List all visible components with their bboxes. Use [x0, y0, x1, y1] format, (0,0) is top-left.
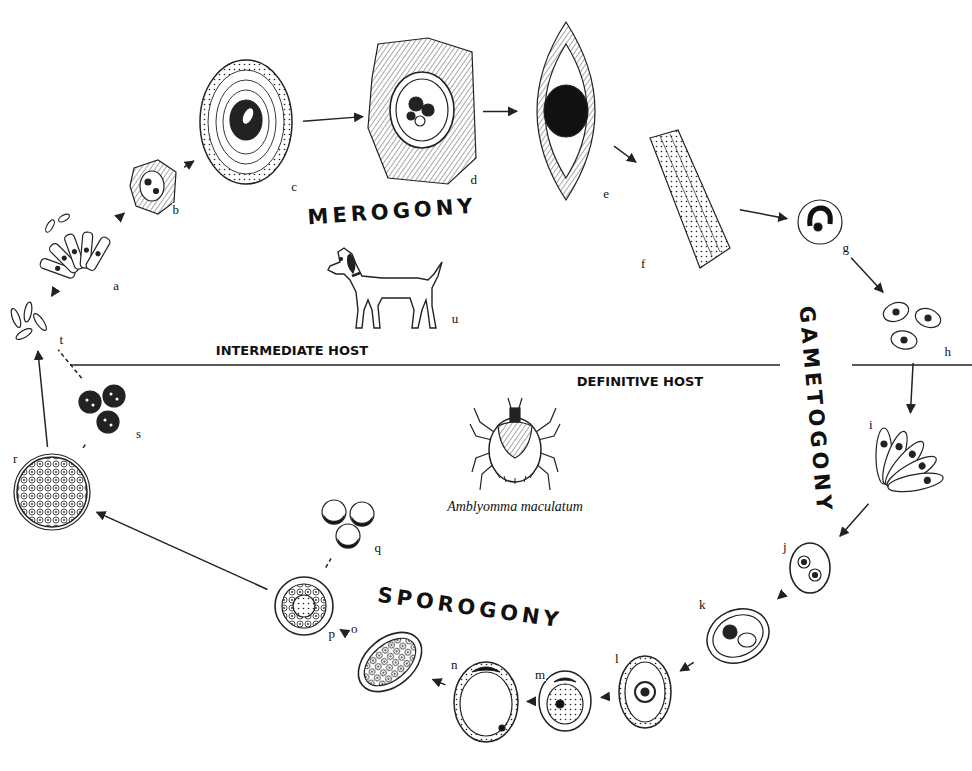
cycle-arrow	[740, 210, 787, 219]
stage-figure: q	[318, 496, 382, 554]
cycle-arrow	[97, 512, 268, 589]
stage-figure: g	[792, 196, 850, 254]
leukocyte-gamont	[798, 200, 842, 244]
dashed-connector	[83, 444, 86, 448]
host-divider	[70, 364, 972, 365]
oocyst-early	[619, 656, 671, 728]
stage-letter: s	[135, 427, 142, 440]
mature-oocyst	[275, 577, 333, 635]
mature-meront	[537, 22, 595, 200]
oocyst	[539, 671, 591, 731]
stage-letter: g	[842, 241, 851, 254]
stage-letter: f	[640, 257, 646, 270]
cycle-arrow	[184, 161, 194, 167]
cycle-arrow	[52, 294, 54, 296]
cycle-arrow	[123, 212, 125, 214]
oocyst-growing	[454, 662, 518, 742]
cycle-arrow	[340, 629, 346, 633]
cycle-arrow	[614, 146, 636, 162]
cycle-arrow	[483, 111, 517, 113]
stage-letter: h	[944, 345, 953, 358]
stage-letter: q	[374, 541, 383, 554]
stage-figure: e	[522, 22, 610, 200]
stage-figure: b	[128, 158, 180, 216]
stage-figure: r	[12, 452, 92, 532]
host-label: DEFINITIVE HOST	[577, 375, 703, 388]
phase-title: SPOROGONY	[376, 585, 563, 632]
sporocysts	[322, 500, 374, 548]
stage-letter: c	[290, 180, 298, 193]
stage-figure: j	[782, 540, 840, 598]
stage-figure: a	[40, 212, 120, 292]
phase-title: MEROGONY	[307, 196, 477, 229]
stage-letter: b	[172, 203, 181, 216]
stage-letter: r	[12, 452, 18, 465]
tick-host	[470, 398, 560, 490]
stage-figure: h	[878, 296, 952, 358]
stage-figure: k	[698, 598, 774, 674]
stage-letter: e	[602, 187, 610, 200]
species-name: Amblyomma maculatum	[447, 500, 583, 514]
stage-letter: o	[350, 622, 359, 635]
stage-figure: m	[534, 668, 596, 734]
dog-host	[328, 248, 442, 328]
onion-skin-cyst	[200, 60, 292, 184]
stage-letter: a	[112, 279, 120, 292]
host-label: INTERMEDIATE HOST	[216, 344, 368, 357]
stage-letter: l	[614, 652, 620, 665]
merozoite-fan	[39, 212, 111, 279]
phase-title: GAMETOGONY	[795, 305, 834, 515]
cycle-arrow	[527, 701, 529, 703]
cycle-arrow	[38, 351, 48, 447]
syzygy	[790, 543, 830, 593]
stage-figure: l	[614, 652, 676, 734]
stage-figure: p	[272, 572, 336, 640]
stage-letter: n	[450, 658, 459, 671]
cycle-arrow	[851, 258, 883, 293]
dashed-connector	[326, 558, 331, 567]
stage-letter: p	[328, 627, 337, 640]
stage-letter: t	[58, 333, 64, 346]
gamonts	[881, 299, 944, 351]
stage-figure: o	[350, 622, 428, 700]
cycle-arrow	[601, 696, 609, 698]
stage-letter: d	[470, 173, 479, 186]
stage-letter: k	[698, 598, 707, 611]
stage-figure: f	[640, 130, 735, 270]
oocyst-with-sporocysts	[14, 454, 90, 530]
cycle-arrow	[433, 679, 446, 684]
stage-letter: i	[868, 418, 874, 431]
figure-letter: u	[451, 312, 460, 325]
infected-cell	[130, 160, 176, 214]
stage-letter: j	[782, 540, 788, 553]
stage-figure: s	[76, 382, 142, 440]
ruptured-meront	[650, 130, 730, 268]
stage-figure: i	[868, 418, 948, 500]
stage-figure: t	[6, 298, 64, 346]
stage-figure: n	[450, 658, 522, 746]
cycle-arrow	[303, 117, 363, 122]
sporozoites	[9, 302, 48, 342]
sporocysts-dark	[79, 385, 125, 433]
meront-cyst	[368, 38, 476, 184]
dashed-connector	[58, 350, 82, 378]
oocyst-sporoblasts	[347, 620, 433, 703]
microgametes-fan	[876, 428, 944, 495]
cycle-arrow	[840, 504, 869, 537]
zygote	[698, 599, 778, 673]
cycle-arrow	[680, 662, 694, 670]
stage-figure: c	[198, 58, 298, 193]
stage-letter: m	[534, 668, 546, 681]
cycle-arrow	[910, 363, 913, 413]
stage-figure: d	[368, 38, 478, 186]
cycle-arrow	[777, 597, 779, 599]
